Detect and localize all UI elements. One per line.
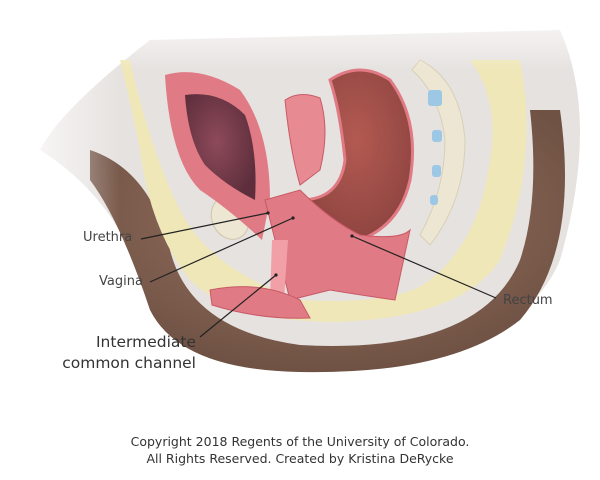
rectum-label: Rectum bbox=[503, 293, 553, 308]
uterus bbox=[284, 94, 326, 186]
credit-line-1: Copyright 2018 Regents of the University… bbox=[130, 434, 470, 449]
fat-layer bbox=[120, 60, 527, 322]
common-channel-leader-line bbox=[199, 274, 277, 338]
common-channel bbox=[270, 240, 288, 300]
bladder-lumen bbox=[185, 94, 256, 200]
common-channel-label-line1: Intermediate bbox=[95, 333, 196, 351]
common-channel-label: Intermediate common channel bbox=[50, 332, 196, 374]
urethra-label: Urethra bbox=[83, 230, 133, 245]
vagina-leader-line bbox=[149, 217, 294, 283]
credit-line-2: All Rights Reserved. Created by Kristina… bbox=[146, 451, 454, 466]
vagina-label: Vagina bbox=[99, 274, 143, 289]
perineum bbox=[209, 286, 311, 319]
sacrum bbox=[411, 59, 466, 246]
urethra-leader-line bbox=[140, 212, 269, 240]
copyright-credit: Copyright 2018 Regents of the University… bbox=[0, 433, 600, 467]
rectum-leader-line bbox=[351, 235, 497, 299]
common-channel-label-line2: common channel bbox=[62, 354, 196, 372]
